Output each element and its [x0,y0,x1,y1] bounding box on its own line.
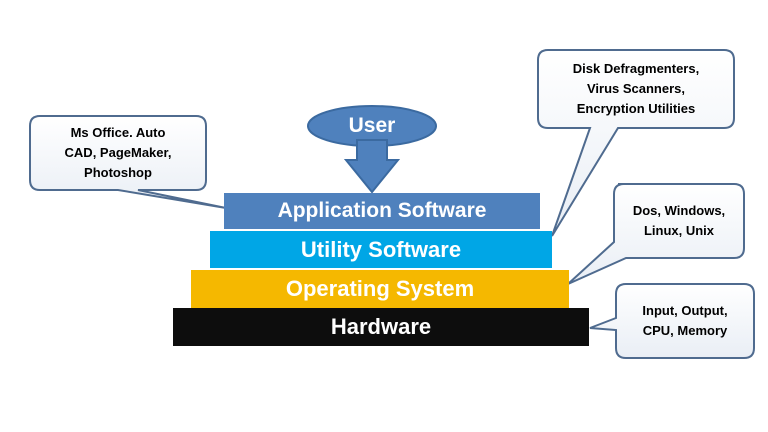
utility-software-layer: Utility Software [210,231,552,268]
hardware-label: Hardware [330,314,432,339]
os-examples-line-1: Dos, Windows, [632,203,726,218]
utility-examples-text: Disk Defragmenters, Virus Scanners, Encr… [540,54,732,124]
application-examples-line-3: Photoshop [84,165,152,180]
application-examples-line-1: Ms Office. Auto [70,125,166,140]
application-software-label: Application Software [277,199,487,222]
os-examples-text: Dos, Windows, Linux, Unix [616,188,742,254]
operating-system-label: Operating System [285,276,475,301]
hardware-layer: Hardware [173,308,589,346]
operating-system-layer: Operating System [191,270,569,308]
hardware-examples-line-2: CPU, Memory [642,323,728,338]
os-callout-bubble [567,183,745,285]
utility-examples-line-2: Virus Scanners, [586,81,686,96]
application-callout-bubble [29,115,227,209]
utility-examples-line-3: Encryption Utilities [576,101,696,116]
utility-examples-line-1: Disk Defragmenters, [572,61,700,76]
utility-software-label: Utility Software [300,236,462,262]
application-examples-line-2: CAD, PageMaker, [64,145,172,160]
application-software-layer: Application Software [224,193,540,229]
hardware-examples-text: Input, Output, CPU, Memory [618,288,752,354]
user-label: User [348,114,396,137]
application-examples-text: Ms Office. Auto CAD, PageMaker, Photosho… [34,118,202,188]
os-examples-line-2: Linux, Unix [643,223,715,238]
hardware-callout-bubble [589,283,755,359]
hardware-examples-line-1: Input, Output, [642,303,728,318]
down-arrow-icon [343,139,401,194]
utility-callout-bubble [537,49,735,237]
